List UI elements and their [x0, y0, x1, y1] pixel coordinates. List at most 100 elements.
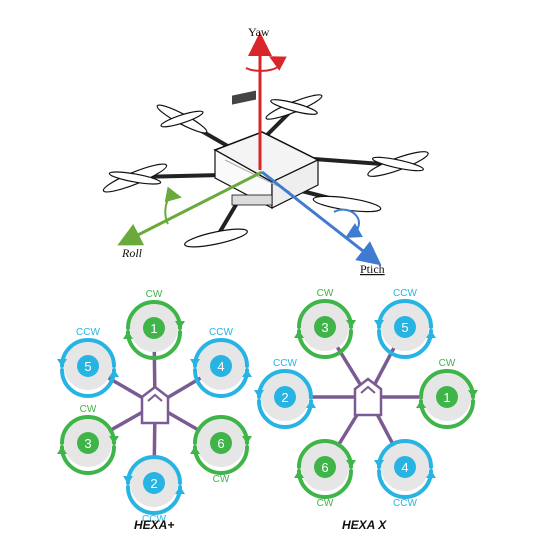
motor-number: 2 [281, 390, 288, 405]
motor-number-badge [77, 355, 99, 377]
motor-number: 1 [443, 390, 450, 405]
motor-number-badge [394, 316, 416, 338]
motor-3: 3 CW [294, 288, 356, 359]
rotation-arrowhead-icon [190, 359, 200, 367]
rotation-arrowhead-icon [242, 369, 252, 377]
motor-6: 6CW [190, 415, 252, 485]
pitch-axis [261, 170, 382, 266]
hexa-plus-caption: HEXA+ [134, 518, 175, 532]
motor-number-badge [210, 432, 232, 454]
motor-number-badge [274, 386, 296, 408]
rotation-arrowhead-icon [254, 390, 264, 398]
rotation-ccw-icon [257, 369, 313, 429]
heading-arrow-icon [360, 385, 376, 394]
motor-3: 3 CW [57, 404, 119, 475]
rotation-direction-label: CW [439, 358, 456, 369]
rotation-arrowhead-icon [123, 331, 133, 339]
motor-5: 5 CCW [374, 288, 436, 359]
rotation-direction-label: CCW [142, 514, 166, 525]
rotation-arrowhead-icon [175, 486, 185, 494]
motor-number-badge [77, 432, 99, 454]
rotation-arrowhead-icon [294, 470, 304, 478]
rotation-arrowhead-icon [190, 446, 200, 454]
rotation-cw-icon [419, 369, 475, 429]
motor-number-badge [314, 456, 336, 478]
motor-number: 4 [217, 359, 224, 374]
rotation-arrowhead-icon [109, 369, 119, 377]
motor-number: 3 [321, 320, 328, 335]
motor-number: 4 [401, 460, 408, 475]
rotation-ccw-icon [60, 338, 116, 398]
rotation-arrowhead-icon [109, 436, 119, 444]
motor-number: 1 [150, 321, 157, 336]
rotation-arrowhead-icon [123, 476, 133, 484]
rotation-cw-icon [297, 439, 353, 499]
yaw-axis [245, 32, 287, 170]
flight-controller-body [140, 385, 170, 425]
motor-number: 6 [217, 436, 224, 451]
motor-number: 5 [84, 359, 91, 374]
rotation-arrowhead-icon [175, 321, 185, 329]
rotation-arrowhead-icon [374, 460, 384, 468]
flight-controller-body [353, 377, 383, 417]
rotation-direction-label: CCW [273, 358, 297, 369]
heading-arrow-icon [147, 393, 163, 402]
yaw-rotation-arrow [245, 56, 287, 72]
yaw-label: Yaw [248, 25, 270, 39]
motor-number: 5 [401, 320, 408, 335]
motor-number-badge [314, 316, 336, 338]
rotation-direction-label: CW [317, 498, 334, 509]
motor-number-badge [436, 386, 458, 408]
rotation-direction-label: CCW [76, 327, 100, 338]
motor-number: 6 [321, 460, 328, 475]
rotation-arrowhead-icon [426, 330, 436, 338]
hexacopter-illustration [102, 90, 429, 248]
rotation-cw-icon [126, 300, 182, 360]
rotation-arrowhead-icon [374, 320, 384, 328]
motor-6: 6CW [294, 439, 356, 509]
rotation-arrowhead-icon [294, 330, 304, 338]
hexa-x-caption: HEXA X [342, 518, 387, 532]
rotation-ccw-icon [193, 338, 249, 398]
rotation-direction-label: CW [80, 404, 97, 415]
rotation-ccw-icon [126, 455, 182, 515]
roll-label: Roll [121, 246, 143, 260]
motor-4: 4 CCW [190, 327, 252, 398]
rotation-arrowhead-icon [346, 460, 356, 468]
rotation-arrowhead-icon [57, 446, 67, 454]
rotation-cw-icon [60, 415, 116, 475]
roll-axis [117, 170, 263, 246]
motor-number-badge [394, 456, 416, 478]
rotation-direction-label: CW [213, 474, 230, 485]
motor-2: 2 CCW [254, 358, 316, 429]
rotation-cw-icon [193, 415, 249, 475]
pitch-rotation-arrow [333, 208, 363, 238]
motor-number: 3 [84, 436, 91, 451]
motor-number-badge [210, 355, 232, 377]
rotation-direction-label: CW [317, 288, 334, 299]
rotation-arrowhead-icon [346, 320, 356, 328]
rotation-arrowhead-icon [306, 400, 316, 408]
rotation-direction-label: CCW [393, 288, 417, 299]
rotation-ccw-icon [377, 299, 433, 359]
rotation-ccw-icon [377, 439, 433, 499]
rotation-direction-label: CCW [209, 327, 233, 338]
motor-1: 1 CW [416, 358, 478, 429]
rotation-arrowhead-icon [57, 359, 67, 367]
rotation-direction-label: CW [146, 289, 163, 300]
pitch-label: Ptich [360, 262, 385, 276]
rotation-arrowhead-icon [416, 400, 426, 408]
motor-number-badge [143, 472, 165, 494]
rotation-cw-icon [297, 299, 353, 359]
rotation-arrowhead-icon [468, 390, 478, 398]
motor-5: 5 CCW [57, 327, 119, 398]
motor-number-badge [143, 317, 165, 339]
rotation-arrowhead-icon [426, 470, 436, 478]
roll-rotation-arrow [164, 186, 182, 225]
motor-number: 2 [150, 476, 157, 491]
